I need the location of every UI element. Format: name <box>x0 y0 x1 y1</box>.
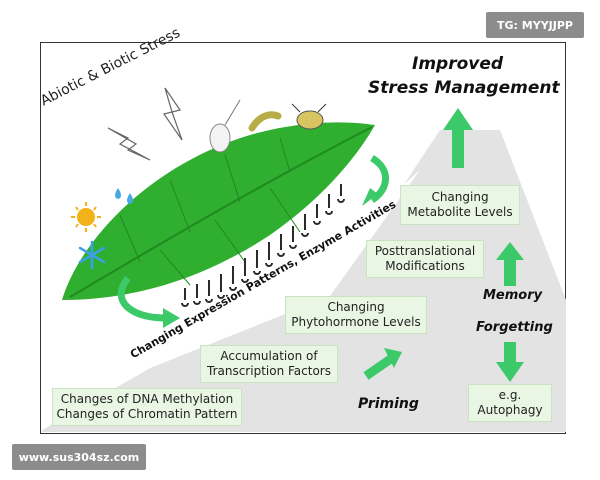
title-line-1: Improved <box>412 54 504 74</box>
beetle-icon <box>296 110 324 130</box>
arrow-up-top <box>443 108 473 168</box>
water-drop-icon <box>115 188 121 199</box>
caterpillar-icon <box>248 111 282 132</box>
curved-arrow-right <box>369 155 389 203</box>
box-phyto-line1: Changing <box>327 300 385 314</box>
box-metab-line1: Changing <box>431 190 489 204</box>
forgetting-label: Forgetting <box>476 320 553 335</box>
box-tf-line2: Transcription Factors <box>207 364 331 378</box>
leaf-midrib <box>69 126 373 298</box>
lightning-icon-2 <box>163 87 183 141</box>
box-metab-line2: Metabolite Levels <box>407 205 513 219</box>
memory-label: Memory <box>483 288 543 303</box>
arrow-up-memory <box>496 242 524 286</box>
box-auto-line2: Autophagy <box>477 403 543 417</box>
box-ptm-line2: Modifications <box>385 259 465 273</box>
sun-icon <box>71 202 101 232</box>
hairpin-structures <box>181 184 345 307</box>
curved-arrow-left <box>117 275 166 322</box>
priming-label: Priming <box>358 396 419 412</box>
box-auto-line1: e.g. <box>498 388 522 402</box>
box-transcription-factors: Accumulation of Transcription Factors <box>200 345 338 383</box>
ramp-white-cut <box>42 170 420 430</box>
box-metabolite: Changing Metabolite Levels <box>400 185 520 225</box>
box-dna-line1: Changes of DNA Methylation <box>60 392 234 406</box>
box-autophagy: e.g. Autophagy <box>468 384 552 422</box>
arrow-priming <box>363 348 402 380</box>
aphid-icon <box>209 123 231 153</box>
snowflake-icon <box>78 240 106 270</box>
box-dna-methylation: Changes of DNA Methylation Changes of Ch… <box>52 388 242 426</box>
lightning-icon <box>107 127 151 161</box>
watermark-top-right: TG: MYYJJPP <box>486 12 584 38</box>
box-ptm-line1: Posttranslational <box>374 244 476 258</box>
box-dna-line2: Changes of Chromatin Pattern <box>56 407 238 421</box>
box-phytohormone: Changing Phytohormone Levels <box>285 296 427 334</box>
box-phyto-line2: Phytohormone Levels <box>291 315 421 329</box>
box-posttranslational: Posttranslational Modifications <box>366 240 484 278</box>
arrow-down-forgetting <box>496 342 524 382</box>
box-tf-line1: Accumulation of <box>220 349 318 363</box>
watermark-bottom-left: www.sus304sz.com <box>12 444 146 470</box>
title-line-2: Stress Management <box>368 78 560 98</box>
